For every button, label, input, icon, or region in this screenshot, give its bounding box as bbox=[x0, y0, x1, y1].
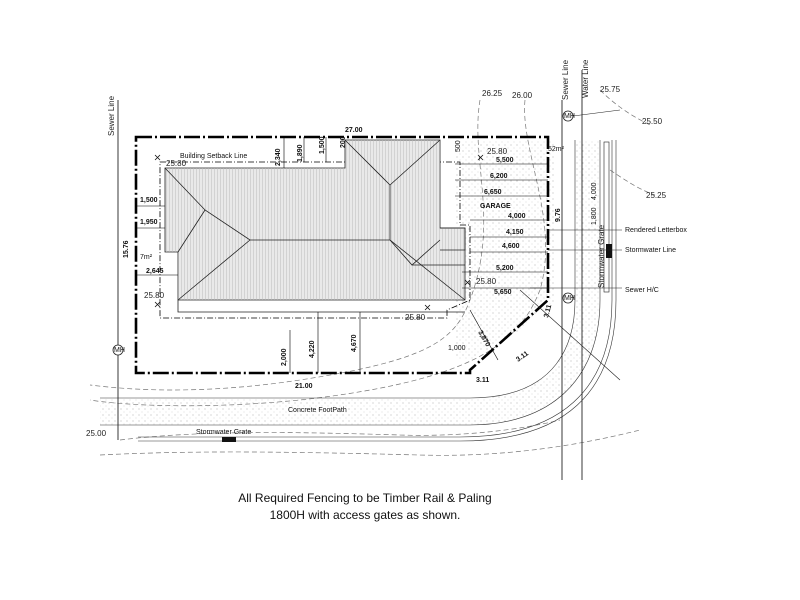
building-setback-line bbox=[159, 161, 471, 319]
property-boundary bbox=[134, 135, 550, 375]
dim-1800-faint: 1,800 bbox=[591, 207, 598, 225]
dim-4000-faint: 4,000 bbox=[591, 182, 598, 200]
dim-6650: 6,650 bbox=[484, 189, 502, 196]
level-2: 25.80 bbox=[144, 291, 165, 300]
sewer-hc-callout: Sewer H/C bbox=[625, 287, 659, 294]
dim-6200: 6,200 bbox=[490, 173, 508, 180]
dim-1950: 1,950 bbox=[140, 219, 158, 226]
stormwater-grate-bottom-label: Stormwater Grate bbox=[196, 429, 251, 436]
dim-1500-left: 1,500 bbox=[140, 197, 158, 204]
sewer-line-left-label: Sewer Line bbox=[107, 95, 116, 136]
manhole-right-label: MH bbox=[564, 295, 575, 302]
fencing-note-line-2: 1800H with access gates as shown. bbox=[269, 508, 461, 522]
sewer-line-right-label: Sewer Line bbox=[561, 59, 570, 100]
footpath bbox=[100, 140, 617, 442]
manhole-left-icon bbox=[112, 344, 124, 356]
level-markers bbox=[154, 154, 484, 311]
contour-2625: 26.25 bbox=[482, 89, 503, 98]
dim-4600: 4,600 bbox=[502, 243, 520, 250]
rendered-letterbox-callout: Rendered Letterbox bbox=[625, 227, 687, 234]
dim-4220: 4,220 bbox=[309, 340, 316, 358]
dim-200: 200 bbox=[340, 136, 347, 148]
fencing-note-line-1: All Required Fencing to be Timber Rail &… bbox=[238, 491, 492, 505]
chamfer-dim-1: 3.11 bbox=[543, 304, 553, 319]
footpath-label: Concrete FootPath bbox=[288, 407, 347, 414]
level-4: 25.80 bbox=[476, 277, 497, 286]
dim-2340: 2,340 bbox=[275, 148, 282, 166]
manhole-right-icon bbox=[562, 292, 574, 304]
dim-5650: 5,650 bbox=[494, 289, 512, 296]
service-lines bbox=[112, 70, 621, 480]
dimension-lines bbox=[136, 137, 622, 381]
dim-5200: 5,200 bbox=[496, 265, 514, 272]
dim-4000: 4,000 bbox=[508, 213, 526, 220]
contour-2525: 25.25 bbox=[646, 191, 667, 200]
dim-1890: 1,890 bbox=[297, 144, 304, 162]
contour-2550: 25.50 bbox=[642, 117, 663, 126]
stormwater-grate-vertical-label: Stormwater Grate bbox=[597, 224, 606, 288]
dim-4670: 4,670 bbox=[351, 334, 358, 352]
dim-5500: 5,500 bbox=[496, 157, 514, 164]
dim-1000-faint: 1,000 bbox=[448, 345, 466, 352]
chamfer-dim-3: 3.11 bbox=[476, 377, 489, 384]
chamfer-dim-2: 3.11 bbox=[515, 350, 530, 363]
dim-2645: 2,645 bbox=[146, 268, 164, 275]
building-setback-label: Building Setback Line bbox=[180, 153, 247, 160]
boundary-bottom-dim: 21.00 bbox=[295, 383, 313, 390]
stormwater-line-callout: Stormwater Line bbox=[625, 247, 676, 254]
dim-500-faint: 500 bbox=[455, 140, 462, 152]
boundary-right-dim: 9.76 bbox=[555, 208, 562, 222]
manhole-top-label: MH bbox=[564, 113, 575, 120]
house-roof bbox=[164, 139, 466, 313]
dim-2000: 2,000 bbox=[281, 348, 288, 366]
dim-4150: 4,150 bbox=[506, 229, 524, 236]
contour-2500: 25.00 bbox=[86, 429, 107, 438]
stormwater-pit-icon bbox=[606, 244, 612, 258]
stormwater-grates bbox=[222, 141, 612, 442]
water-line-label: Water Line bbox=[581, 59, 590, 98]
garage-label: GARAGE bbox=[480, 203, 511, 210]
dim-1500-top: 1,500 bbox=[319, 136, 326, 154]
boundary-left-dim: 15.76 bbox=[123, 240, 130, 258]
contour-2600: 26.00 bbox=[512, 91, 533, 100]
level-3: 25.80 bbox=[405, 313, 426, 322]
boundary-top-dim: 27.00 bbox=[345, 127, 363, 134]
contour-2575: 25.75 bbox=[600, 85, 621, 94]
level-1: 25.80 bbox=[166, 159, 187, 168]
manhole-left-label: MH bbox=[114, 347, 125, 354]
stormwater-grate-icon bbox=[222, 437, 236, 442]
level-5: 25.80 bbox=[487, 147, 508, 156]
area-top-label: 52m² bbox=[548, 146, 565, 153]
area-left-label: 7m² bbox=[140, 254, 153, 261]
